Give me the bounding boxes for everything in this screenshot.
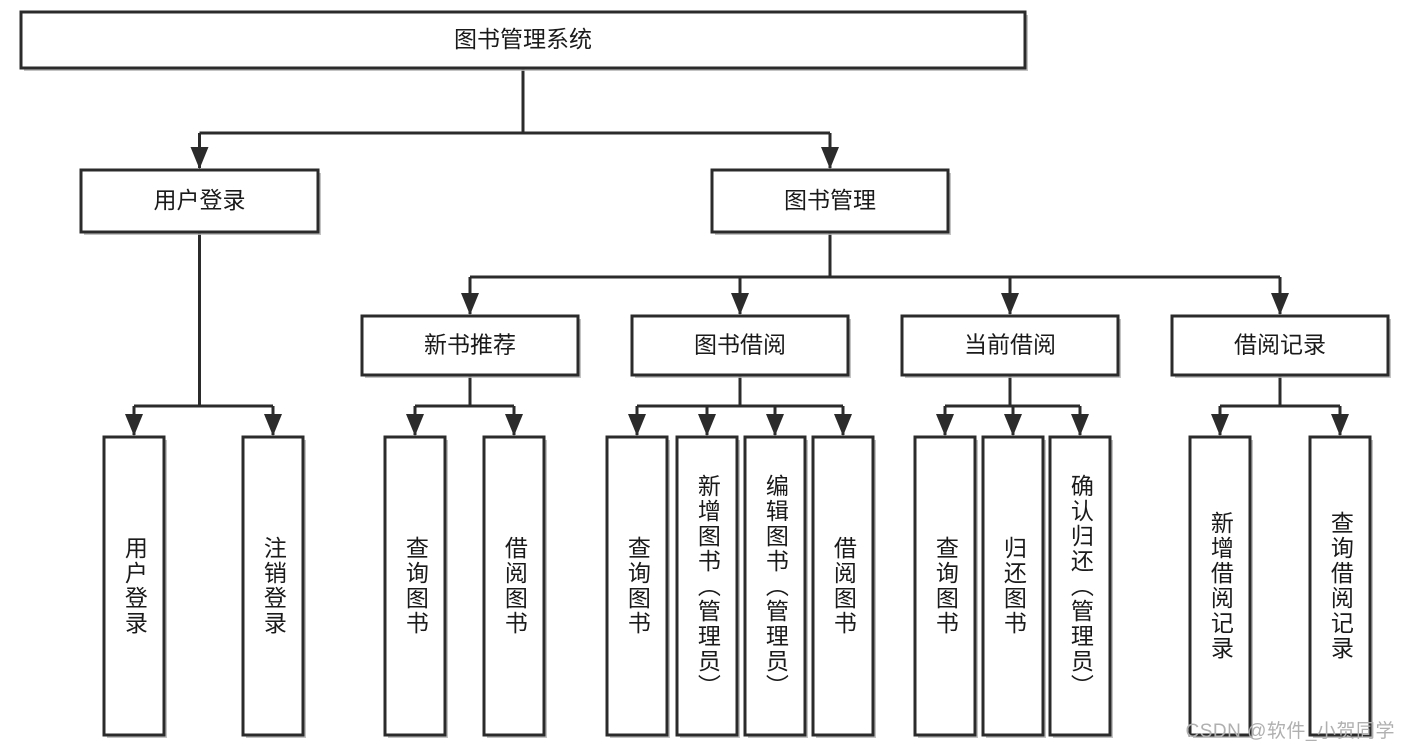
arrow-head-icon bbox=[1271, 293, 1289, 315]
arrow-head-icon bbox=[731, 293, 749, 315]
node-label: 用户登录 bbox=[154, 187, 246, 213]
node-leaf-6[interactable] bbox=[743, 435, 808, 738]
node-level3-0[interactable]: 新书推荐 bbox=[360, 314, 581, 378]
node-leaf-4[interactable] bbox=[605, 435, 670, 738]
node-leaf-2[interactable] bbox=[383, 435, 448, 738]
arrow-head-icon bbox=[834, 414, 852, 436]
node-leaf-9[interactable] bbox=[981, 435, 1046, 738]
node-leaf-5[interactable] bbox=[675, 435, 740, 738]
arrow-head-icon bbox=[1071, 414, 1089, 436]
node-leaf-11[interactable] bbox=[1188, 435, 1253, 738]
arrow-head-icon bbox=[406, 414, 424, 436]
arrow-head-icon bbox=[1004, 414, 1022, 436]
node-label: 借阅记录 bbox=[1234, 332, 1326, 358]
node-leaf-10[interactable] bbox=[1048, 435, 1113, 738]
node-label: 新书推荐 bbox=[424, 332, 516, 358]
arrow-head-icon bbox=[628, 414, 646, 436]
node-label: 当前借阅 bbox=[964, 332, 1056, 358]
arrow-head-icon bbox=[125, 414, 143, 436]
node-level3-3[interactable]: 借阅记录 bbox=[1170, 314, 1391, 378]
arrow-head-icon bbox=[936, 414, 954, 436]
arrow-head-icon bbox=[1211, 414, 1229, 436]
node-leaf-8[interactable] bbox=[913, 435, 978, 738]
arrow-head-icon bbox=[264, 414, 282, 436]
node-level2-1[interactable]: 图书管理 bbox=[710, 168, 951, 235]
arrow-head-icon bbox=[1001, 293, 1019, 315]
node-level2-0[interactable]: 用户登录 bbox=[79, 168, 321, 235]
node-leaf-12[interactable] bbox=[1308, 435, 1373, 738]
arrow-head-icon bbox=[698, 414, 716, 436]
arrow-head-icon bbox=[461, 293, 479, 315]
node-label: 图书借阅 bbox=[694, 332, 786, 358]
node-leaf-0[interactable] bbox=[102, 435, 167, 738]
arrow-head-icon bbox=[1331, 414, 1349, 436]
node-leaf-7[interactable] bbox=[811, 435, 876, 738]
node-leaf-3[interactable] bbox=[482, 435, 547, 738]
node-root-图书管理系统[interactable]: 图书管理系统 bbox=[19, 10, 1028, 71]
arrow-head-icon bbox=[766, 414, 784, 436]
watermark-text: CSDN @软件_小贺同学 bbox=[1185, 721, 1395, 742]
node-level3-1[interactable]: 图书借阅 bbox=[630, 314, 851, 378]
connectors-layer bbox=[125, 68, 1349, 436]
node-label: 图书管理系统 bbox=[454, 26, 592, 52]
arrow-head-icon bbox=[505, 414, 523, 436]
node-leaf-1[interactable] bbox=[241, 435, 306, 738]
arrow-head-icon bbox=[821, 147, 839, 169]
arrow-head-icon bbox=[190, 147, 209, 169]
node-label: 图书管理 bbox=[784, 187, 876, 213]
node-level3-2[interactable]: 当前借阅 bbox=[900, 314, 1121, 378]
